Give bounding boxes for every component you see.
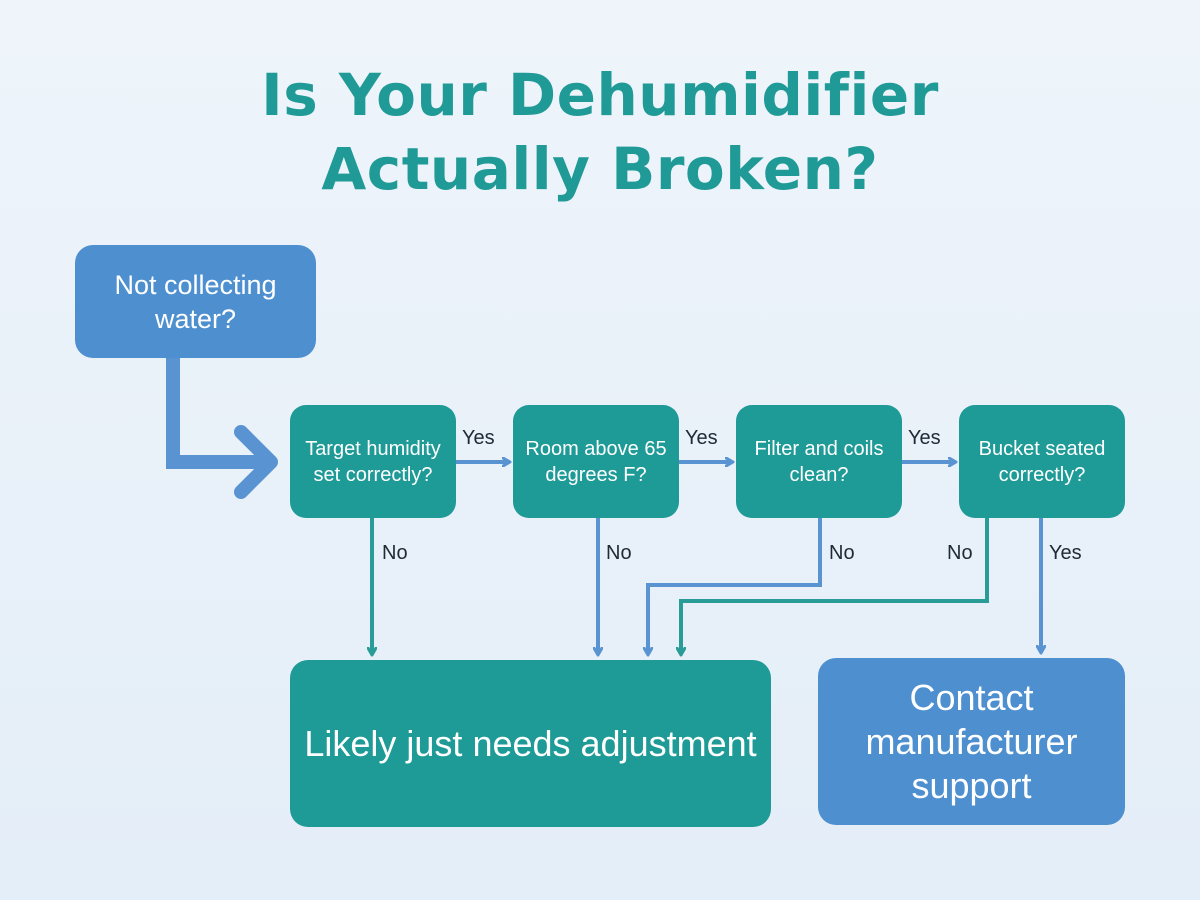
title-line-1: Is Your Dehumidifier [261,61,939,129]
question-node-filter-coils: Filter and coils clean? [736,405,902,518]
title-line-2: Actually Broken? [321,135,879,203]
start-node: Not collecting water? [75,245,316,358]
edge-label-q1-yes: Yes [462,427,495,449]
question-node-humidity: Target humidity set correctly? [290,405,456,518]
arrow-q4-no [681,518,989,654]
edge-label-q2-yes: Yes [685,427,718,449]
arrow-start-to-q1-head [234,425,278,499]
edge-label-q1-no: No [382,542,408,564]
arrow-start-to-q1 [166,358,262,469]
edge-label-q4-no: No [947,542,973,564]
outcome-needs-adjustment: Likely just needs adjustment [290,660,771,827]
page-title: Is Your Dehumidifier Actually Broken? [0,58,1200,206]
outcome-needs-adjustment-label: Likely just needs adjustment [304,722,757,764]
edge-label-q3-yes: Yes [908,427,941,449]
start-node-label: Not collecting water? [114,269,277,334]
question-humidity-label: Target humidity set correctly? [305,437,441,486]
outcome-contact-support: Contact manufacturer support [818,658,1125,825]
question-node-bucket: Bucket seated correctly? [959,405,1125,518]
outcome-contact-support-label: Contact manufacturer support [865,676,1078,806]
edge-label-q4-yes: Yes [1049,542,1082,564]
question-bucket-label: Bucket seated correctly? [978,437,1106,486]
question-room-temperature-label: Room above 65 degrees F? [525,437,667,486]
edge-label-q3-no: No [829,542,855,564]
edge-label-q2-no: No [606,542,632,564]
arrow-q3-no [648,518,822,654]
question-node-room-temperature: Room above 65 degrees F? [513,405,679,518]
question-filter-coils-label: Filter and coils clean? [754,437,884,486]
